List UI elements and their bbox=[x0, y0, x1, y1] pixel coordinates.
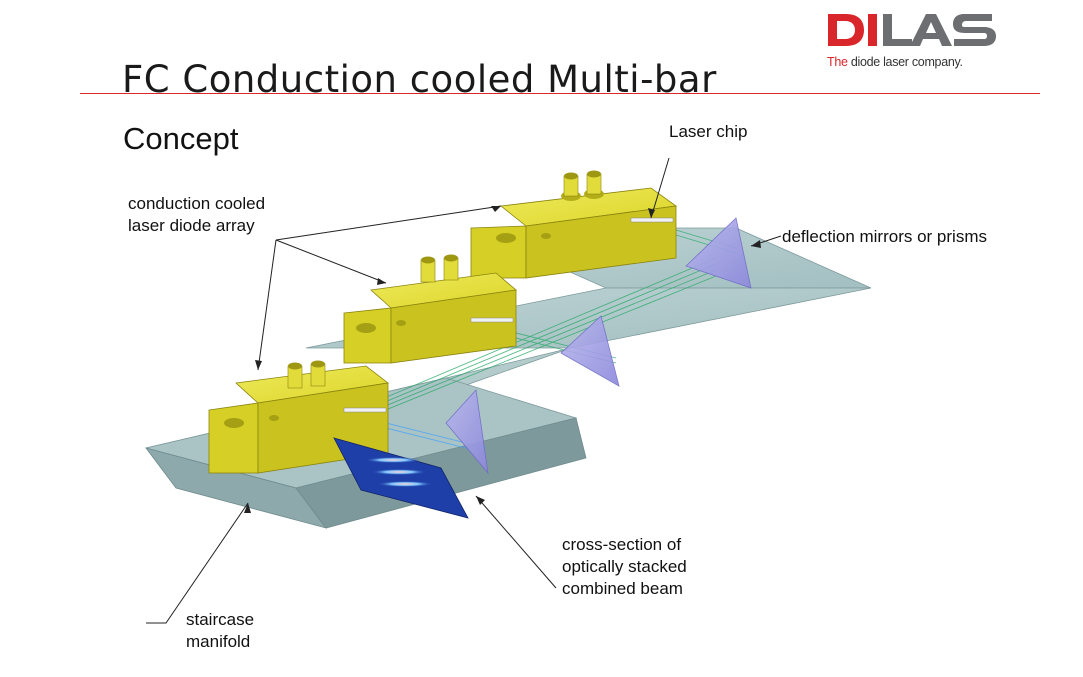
logo-las-letters bbox=[883, 14, 996, 46]
cross-label-line3: combined beam bbox=[562, 579, 683, 598]
logo-d-letter bbox=[828, 14, 864, 46]
laser-diode-block-2 bbox=[343, 254, 517, 364]
logo-i-letter bbox=[868, 14, 877, 46]
concept-heading: Concept bbox=[123, 121, 239, 156]
manifold-label-line2: manifold bbox=[186, 632, 251, 651]
title-divider bbox=[80, 93, 1040, 94]
deflection-mirrors-label: deflection mirrors or prisms bbox=[782, 227, 987, 246]
deflection-prism-2 bbox=[560, 315, 620, 387]
leader-lines bbox=[146, 157, 782, 624]
cross-section-label: cross-section of optically stacked combi… bbox=[562, 534, 687, 600]
logo-tagline-the: The bbox=[827, 55, 848, 69]
dilas-logo bbox=[828, 14, 996, 46]
cross-label-line2: optically stacked bbox=[562, 557, 687, 576]
slide-title: FC Conduction cooled Multi-bar bbox=[122, 58, 717, 101]
deflection-prism-3 bbox=[685, 217, 752, 289]
arrowheads bbox=[244, 206, 761, 513]
beam-cross-section-screen bbox=[333, 437, 469, 519]
logo-tagline-rest: diode laser company. bbox=[847, 55, 963, 69]
multi-bar-concept-figure bbox=[144, 157, 872, 624]
laser-diode-block-3 bbox=[470, 170, 678, 279]
array-label-line2: laser diode array bbox=[128, 216, 255, 235]
deflection-prism-1 bbox=[445, 389, 489, 475]
cross-label-line1: cross-section of bbox=[562, 535, 682, 554]
laser-diode-array-label: conduction cooled laser diode array bbox=[128, 193, 265, 237]
laser-chip-label: Laser chip bbox=[669, 122, 748, 141]
manifold-label-line1: staircase bbox=[186, 610, 255, 629]
staircase-manifold-label: staircase manifold bbox=[186, 609, 254, 653]
array-label-line1: conduction cooled bbox=[128, 194, 266, 213]
logo-tagline: The diode laser company. bbox=[827, 55, 963, 69]
